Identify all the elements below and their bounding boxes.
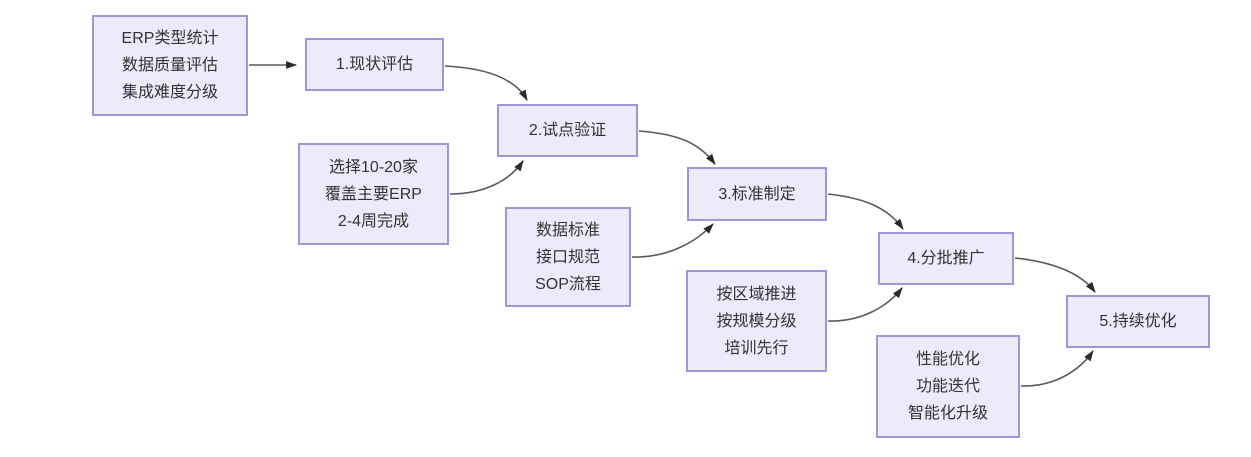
arrow-step3-to-step4 bbox=[827, 193, 904, 230]
node-step3-standards-setting: 3.标准制定 bbox=[687, 167, 827, 221]
node-step1-current-assessment: 1.现状评估 bbox=[305, 38, 444, 91]
node-line: SOP流程 bbox=[535, 275, 601, 293]
arrow-optimization-to-step5 bbox=[1020, 350, 1094, 387]
node-label: 4.分批推广 bbox=[907, 250, 985, 267]
node-line: 选择10-20家 bbox=[329, 158, 418, 176]
node-label: 3.标准制定 bbox=[718, 185, 796, 203]
node-line: 2-4周完成 bbox=[337, 212, 410, 230]
arrow-step1-to-step2 bbox=[444, 65, 528, 101]
node-line: 性能优化 bbox=[915, 351, 980, 368]
node-line: 按区域推进 bbox=[716, 285, 797, 303]
arrow-pilot-to-step2 bbox=[449, 160, 524, 195]
node-label: 1.现状评估 bbox=[335, 56, 414, 73]
node-line: 覆盖主要ERP bbox=[325, 185, 422, 203]
arrow-step2-to-step3 bbox=[638, 130, 716, 165]
node-line: ERP类型统计 bbox=[121, 30, 219, 47]
node-line: 智能化升级 bbox=[907, 405, 988, 422]
node-rollout-inputs: 按区域推进 按规模分级 培训先行 bbox=[686, 270, 827, 372]
arrow-rollout-to-step4 bbox=[827, 287, 903, 322]
node-line: 培训先行 bbox=[724, 339, 789, 357]
node-line: 按规模分级 bbox=[716, 312, 797, 330]
node-step2-pilot-verification: 2.试点验证 bbox=[497, 104, 638, 157]
node-line: 数据标准 bbox=[535, 221, 600, 239]
node-optimization-inputs: 性能优化 功能迭代 智能化升级 bbox=[876, 335, 1020, 438]
node-label: 2.试点验证 bbox=[528, 122, 607, 139]
node-step4-phased-rollout: 4.分批推广 bbox=[878, 232, 1014, 285]
node-step5-continuous-optimization: 5.持续优化 bbox=[1066, 295, 1210, 348]
node-line: 接口规范 bbox=[535, 248, 600, 266]
arrow-step4-to-step5 bbox=[1014, 257, 1096, 293]
node-label: 5.持续优化 bbox=[1099, 313, 1177, 330]
node-standards-inputs: 数据标准 接口规范 SOP流程 bbox=[505, 207, 631, 307]
node-line: 集成难度分级 bbox=[121, 84, 218, 101]
node-assessment-inputs: ERP类型统计 数据质量评估 集成难度分级 bbox=[92, 15, 248, 116]
node-line: 功能迭代 bbox=[915, 378, 980, 395]
node-line: 数据质量评估 bbox=[121, 57, 218, 74]
node-pilot-inputs: 选择10-20家 覆盖主要ERP 2-4周完成 bbox=[298, 143, 449, 245]
arrow-standards-to-step3 bbox=[631, 223, 714, 258]
